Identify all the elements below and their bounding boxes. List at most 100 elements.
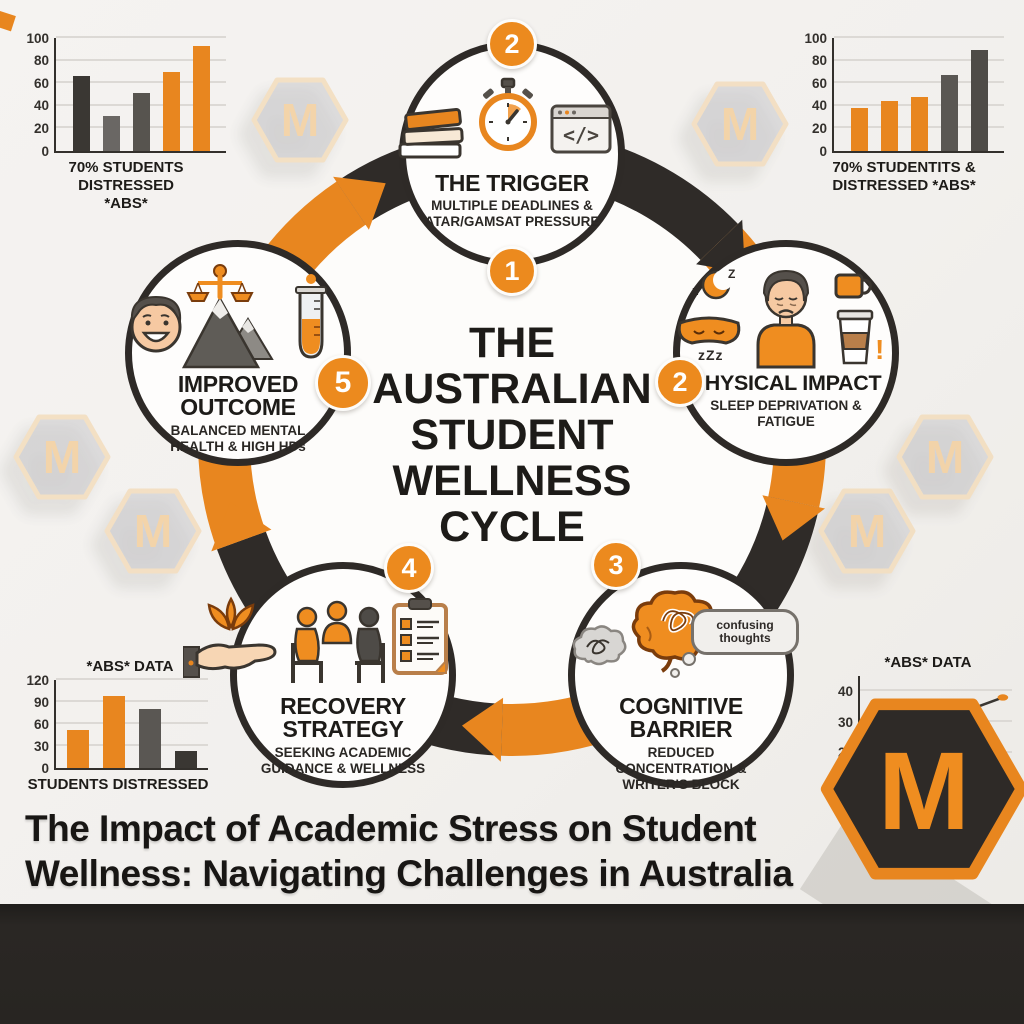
bar	[175, 751, 197, 768]
mug-icon	[834, 273, 872, 299]
node-cognitive-barrier: confusing thoughts COGNITIVE BARRIER RED…	[568, 562, 799, 792]
chart-caption: STUDENTS DISTRESSED	[27, 776, 209, 793]
gridline	[56, 700, 208, 702]
bar	[67, 729, 89, 768]
y-tick-label: 60	[33, 75, 49, 91]
chart-caption: 70% STUDENTS DISTRESSED *ABS*	[68, 159, 184, 212]
y-tick-label: 80	[811, 52, 827, 68]
y-tick-label: 0	[41, 760, 49, 776]
gridline	[56, 678, 208, 680]
bars	[56, 680, 208, 768]
node-recovery-strategy: RECOVERY STRATEGY SEEKING ACADEMIC GUIDA…	[183, 562, 456, 788]
gridline	[56, 722, 208, 724]
improved-icons	[130, 264, 340, 373]
bar	[850, 108, 868, 151]
footer-title-line2: Wellness: Navigating Challenges in Austr…	[25, 853, 793, 895]
y-tick-label: 120	[26, 672, 49, 688]
books-icon	[398, 108, 464, 159]
watermark-letter: M	[721, 98, 759, 150]
svg-text:</>: </>	[563, 123, 599, 147]
test-tube-icon	[295, 274, 327, 359]
node-subtitle: MULTIPLE DEADLINES & ATAR/GAMSAT PRESSUR…	[424, 198, 600, 230]
node-physical-impact: z Z zZz	[673, 240, 899, 466]
center-title-line: WELLNESS	[392, 457, 632, 505]
gridline	[834, 81, 1004, 84]
watermark-letter: M	[43, 431, 81, 483]
bar	[132, 93, 150, 151]
center-title-line: THE	[469, 319, 555, 367]
center-title-line: STUDENT	[410, 411, 614, 459]
badge-top: 2	[487, 19, 537, 69]
gridline	[56, 744, 208, 746]
y-tick-label: 20	[811, 120, 827, 136]
bars	[834, 38, 1004, 151]
watermark-hexagon: M	[12, 413, 112, 501]
scribble-cloud-icon	[572, 625, 627, 666]
y-tick-label: 80	[33, 52, 49, 68]
gridline	[56, 36, 226, 38]
chart-caption: 70% STUDENTITS & DISTRESSED *ABS*	[832, 159, 976, 194]
bar	[139, 709, 161, 768]
gridline	[56, 81, 226, 84]
chart-title: *ABS* DATA	[884, 654, 972, 671]
balance-mountain-icon	[182, 264, 274, 369]
node-trigger: </> THE TRIGGER MULTIPLE DEADLINES & ATA…	[398, 41, 625, 267]
stopwatch-icon	[479, 77, 537, 151]
physical-icons: z Z zZz	[677, 267, 888, 373]
coffee-cup-icon: !	[836, 309, 884, 365]
bar	[880, 101, 898, 151]
watermark-hexagon: M	[103, 487, 203, 575]
chart-title: *ABS* DATA	[86, 658, 174, 675]
watermark-letter: M	[848, 505, 886, 557]
badge-step-1: 1	[487, 246, 537, 296]
node-subtitle: BALANCED MENTAL HEALTH & HIGH HDs	[170, 422, 306, 454]
y-tick-label: 60	[811, 75, 827, 91]
y-tick-label: 30	[837, 714, 853, 730]
bar	[192, 45, 210, 151]
center-title: THE AUSTRALIAN STUDENT WELLNESS CYCLE	[282, 320, 742, 550]
watermark-hexagon: M	[690, 80, 790, 168]
bar	[72, 76, 90, 151]
bar	[910, 96, 928, 151]
badge-step-5: 5	[315, 355, 371, 411]
center-title-line: AUSTRALIAN	[372, 365, 652, 413]
svg-text:z: z	[692, 283, 699, 298]
footer-title-line1: The Impact of Academic Stress on Student	[25, 808, 757, 849]
y-tick-label: 100	[26, 30, 49, 46]
y-tick-label: 40	[837, 683, 853, 699]
badge-step-2: 2	[655, 357, 705, 407]
tired-person-icon	[756, 269, 816, 369]
recovery-icons	[183, 593, 448, 695]
y-tick-label: 100	[804, 30, 827, 46]
watermark-letter: M	[281, 94, 319, 146]
bottom-bar	[0, 904, 1024, 1024]
node-title: IMPROVED OUTCOME	[177, 371, 299, 421]
node-subtitle: SLEEP DEPRIVATION & FATIGUE	[710, 397, 862, 429]
center-title-line: CYCLE	[439, 503, 585, 551]
watermark-hexagon: M	[817, 487, 917, 575]
bar	[162, 71, 180, 151]
node-subtitle: SEEKING ACADEMIC GUIDANCE & WELLNESS	[260, 744, 426, 776]
gridline	[860, 689, 1012, 692]
bar	[102, 115, 120, 151]
watermark-hexagon: M	[250, 76, 350, 164]
hand-leaf-icon	[183, 596, 277, 678]
watermark-letter: M	[926, 431, 964, 483]
node-subtitle: REDUCED CONCENTRATION & WRITER'S BLOCK	[615, 744, 747, 792]
cognitive-icons: confusing thoughts	[572, 590, 799, 695]
node-title: THE TRIGGER	[435, 170, 589, 196]
svg-text:!: !	[875, 334, 884, 365]
watermark-hexagon: M	[895, 413, 995, 501]
y-tick-label: 40	[811, 98, 827, 114]
y-tick-label: 0	[41, 143, 49, 159]
svg-text:Z: Z	[728, 267, 735, 281]
gridline	[56, 58, 226, 61]
code-window-icon: </>	[550, 104, 612, 154]
moon-icon: z Z	[692, 267, 735, 300]
